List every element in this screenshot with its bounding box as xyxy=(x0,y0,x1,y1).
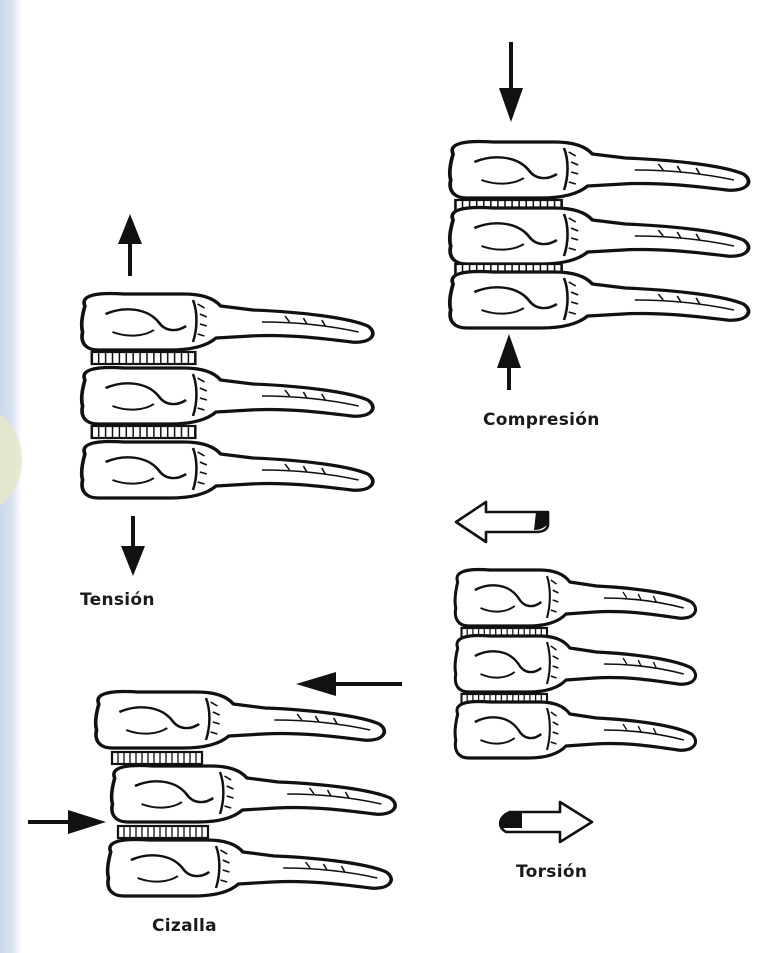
shear-vertebrae xyxy=(96,692,396,897)
torsion-vertebrae xyxy=(455,570,696,759)
compression-arrow-up xyxy=(497,334,521,390)
shear-arrow-left xyxy=(296,672,402,696)
label-torsion: Torsión xyxy=(516,862,587,882)
shear-arrow-right xyxy=(28,810,106,834)
tension-arrow-up xyxy=(118,214,142,276)
torsion-arrow-top xyxy=(456,502,548,542)
tension-vertebrae xyxy=(82,294,373,499)
torsion-arrow-bottom xyxy=(499,802,592,842)
label-shear: Cizalla xyxy=(152,916,217,936)
tension-arrow-down xyxy=(121,516,145,576)
compression-arrow-down xyxy=(499,42,523,122)
label-compression: Compresión xyxy=(483,410,600,430)
label-tension: Tensión xyxy=(80,590,155,610)
compression-vertebrae xyxy=(450,142,749,329)
